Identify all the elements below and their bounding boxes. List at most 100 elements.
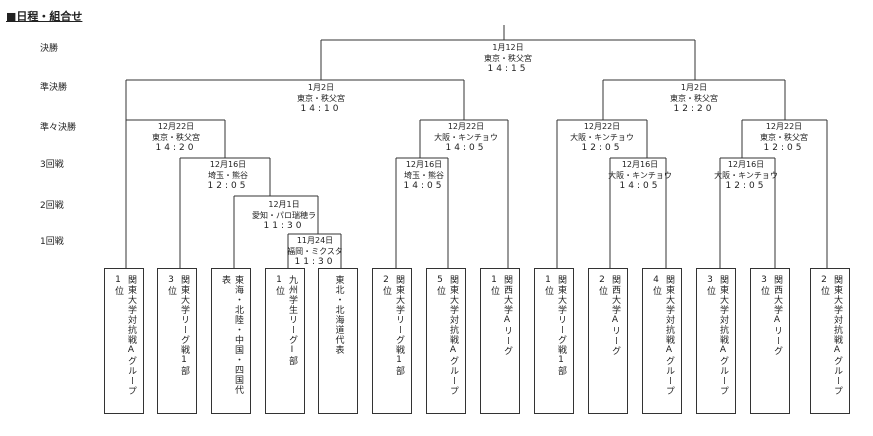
team-name: 九州学生リーグI部 — [287, 275, 297, 366]
team-name: 関東大学リーグ戦1部 — [394, 275, 404, 376]
team-name: 関東大学対抗戦Aグループ — [126, 275, 136, 396]
team-box: 九州学生リーグI部 1位 — [265, 268, 305, 414]
match-date: 12月1日 — [268, 200, 300, 209]
team-rank: 1位 — [274, 275, 284, 296]
team-rank: 3位 — [705, 275, 715, 296]
team-rank: 1位 — [489, 275, 499, 296]
match-time: 14:05 — [445, 143, 487, 153]
team-name: 東海・北陸・中国・四国代 — [233, 275, 243, 395]
match-final: 1月12日 東京・秩父宮 14:15 — [484, 42, 532, 75]
match-time: 12:05 — [763, 143, 805, 153]
match-date: 11月24日 — [296, 236, 334, 245]
match-date: 12月22日 — [157, 122, 195, 131]
match-time: 12:05 — [581, 143, 623, 153]
match-venue: 東京・秩父宮 — [760, 133, 808, 142]
team-name: 東北・北海道代表 — [333, 275, 344, 355]
team-rank: 2位 — [597, 275, 607, 296]
match-date: 12月16日 — [621, 160, 659, 169]
match-date: 12月22日 — [583, 122, 621, 131]
match-round3-2: 12月16日 埼玉・熊谷 14:05 — [404, 159, 445, 192]
match-time: 11:30 — [263, 221, 305, 231]
team-name: 関西大学Aリーグ — [502, 275, 512, 356]
match-time: 14:10 — [300, 104, 342, 114]
match-date: 1月2日 — [307, 83, 335, 92]
round-label-quarterfinal: 準々決勝 — [40, 123, 77, 133]
team-rank: 3位 — [166, 275, 176, 296]
team-box: 東海・北陸・中国・四国代 表 — [211, 268, 251, 414]
section-heading: ■日程・組合せ — [6, 10, 83, 23]
match-round3-3: 12月16日 大阪・キンチョウ 14:05 — [608, 159, 672, 192]
team-rank: 2位 — [381, 275, 391, 296]
team-name: 関東大学リーグ戦1部 — [556, 275, 566, 376]
match-venue: 東京・秩父宮 — [484, 54, 532, 63]
match-time: 12:05 — [207, 181, 249, 191]
match-quarterfinal-1: 12月22日 東京・秩父宮 14:20 — [152, 121, 200, 154]
team-box: 関東大学対抗戦Aグループ 2位 — [810, 268, 850, 414]
match-venue: 埼玉・熊谷 — [208, 171, 248, 180]
match-quarterfinal-4: 12月22日 東京・秩父宮 12:05 — [760, 121, 808, 154]
match-semifinal-2: 1月2日 東京・秩父宮 12:20 — [670, 82, 718, 115]
match-venue: 東京・秩父宮 — [670, 94, 718, 103]
team-box: 関東大学対抗戦Aグループ 3位 — [696, 268, 736, 414]
match-venue: 埼玉・熊谷 — [404, 171, 444, 180]
match-round3-4: 12月16日 大阪・キンチョウ 12:05 — [714, 159, 778, 192]
match-round2-1: 12月1日 愛知・パロ瑞穂ラ 11:30 — [252, 199, 316, 232]
match-time: 12:05 — [725, 181, 767, 191]
team-rank: 4位 — [651, 275, 661, 296]
match-venue: 大阪・キンチョウ — [434, 133, 498, 142]
team-box: 関西大学Aリーグ 3位 — [750, 268, 790, 414]
team-name: 関東大学リーグ戦1部 — [179, 275, 189, 376]
team-rank: 1位 — [113, 275, 123, 296]
team-name: 関東大学対抗戦Aグループ — [448, 275, 458, 396]
team-box: 関東大学対抗戦Aグループ 5位 — [426, 268, 466, 414]
match-venue: 東京・秩父宮 — [152, 133, 200, 142]
team-name: 関西大学Aリーグ — [610, 275, 620, 356]
match-date: 12月22日 — [765, 122, 803, 131]
team-rank: 3位 — [759, 275, 769, 296]
team-box: 関東大学対抗戦Aグループ 4位 — [642, 268, 682, 414]
team-name: 関西大学Aリーグ — [772, 275, 782, 356]
match-time: 14:15 — [487, 64, 529, 74]
match-venue: 大阪・キンチョウ — [714, 171, 778, 180]
match-quarterfinal-3: 12月22日 大阪・キンチョウ 12:05 — [570, 121, 634, 154]
match-venue: 東京・秩父宮 — [297, 94, 345, 103]
team-box: 関東大学リーグ戦1部 1位 — [534, 268, 574, 414]
match-semifinal-1: 1月2日 東京・秩父宮 14:10 — [297, 82, 345, 115]
match-round3-1: 12月16日 埼玉・熊谷 12:05 — [208, 159, 249, 192]
match-date: 1月2日 — [680, 83, 708, 92]
match-round1-1: 11月24日 福岡・ミクスタ 11:30 — [287, 235, 343, 268]
team-rank: 表 — [220, 275, 230, 285]
match-venue: 福岡・ミクスタ — [287, 247, 343, 256]
match-venue: 大阪・キンチョウ — [608, 171, 672, 180]
team-box: 関東大学リーグ戦1部 3位 — [157, 268, 197, 414]
match-venue: 愛知・パロ瑞穂ラ — [252, 211, 316, 220]
round-label-round2: 2回戦 — [40, 201, 64, 211]
team-rank: 1位 — [543, 275, 553, 296]
team-name: 関東大学対抗戦Aグループ — [664, 275, 674, 396]
match-date: 12月22日 — [447, 122, 485, 131]
match-date: 1月12日 — [492, 43, 524, 52]
match-time: 12:20 — [673, 104, 715, 114]
match-time: 14:05 — [403, 181, 445, 191]
team-name: 関東大学対抗戦Aグループ — [718, 275, 728, 396]
team-rank: 5位 — [435, 275, 445, 296]
match-date: 12月16日 — [209, 160, 247, 169]
match-date: 12月16日 — [727, 160, 765, 169]
team-box: 東北・北海道代表 — [318, 268, 358, 414]
match-date: 12月16日 — [405, 160, 443, 169]
team-box: 関東大学対抗戦Aグループ 1位 — [104, 268, 144, 414]
match-venue: 大阪・キンチョウ — [570, 133, 634, 142]
match-time: 11:30 — [294, 257, 336, 267]
team-rank: 2位 — [819, 275, 829, 296]
match-quarterfinal-2: 12月22日 大阪・キンチョウ 14:05 — [434, 121, 498, 154]
round-label-round3: 3回戦 — [40, 160, 64, 170]
team-box: 関東大学リーグ戦1部 2位 — [372, 268, 412, 414]
team-box: 関西大学Aリーグ 2位 — [588, 268, 628, 414]
match-time: 14:20 — [155, 143, 197, 153]
round-label-round1: 1回戦 — [40, 237, 64, 247]
match-time: 14:05 — [619, 181, 661, 191]
team-box: 関西大学Aリーグ 1位 — [480, 268, 520, 414]
round-label-final: 決勝 — [40, 44, 59, 54]
